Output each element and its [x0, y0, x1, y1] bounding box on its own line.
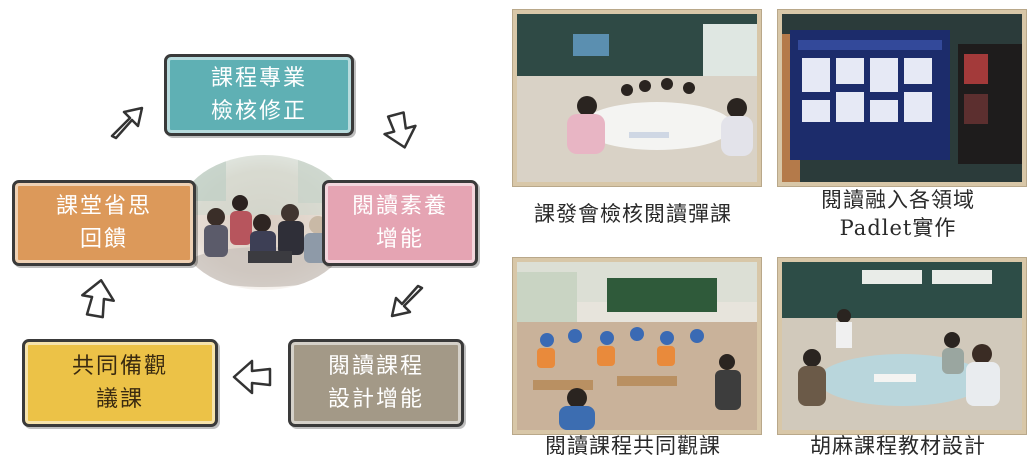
caption-line1: 閱讀融入各領域: [821, 188, 975, 212]
caption-line1: 課發會檢核閱讀彈課: [534, 202, 732, 226]
photo-materials-design: [778, 258, 1026, 434]
arrow-up-icon: [80, 279, 116, 319]
step-label-line1: 閱讀課程: [327, 354, 424, 379]
padlet-screen-photo: [782, 14, 1022, 182]
photo-class-observation: [513, 258, 761, 434]
step-label-line2: 議課: [95, 387, 144, 412]
caption-line2: Padlet實作: [839, 216, 957, 240]
workshop-photo: [782, 262, 1022, 430]
caption-padlet-practice: 閱讀融入各領域 Padlet實作: [778, 186, 1018, 242]
step-label-line1: 課堂省思: [55, 194, 152, 219]
step-label-line1: 共同備觀: [71, 354, 168, 379]
caption-curriculum-committee: 課發會檢核閱讀彈課: [513, 200, 753, 228]
step-reading-curriculum-design: 閱讀課程 設計增能: [288, 339, 464, 427]
caption-class-observation: 閱讀課程共同觀課: [513, 432, 753, 460]
arrow-down-left-icon: [390, 284, 424, 318]
photo-curriculum-committee: [513, 10, 761, 186]
step-label-line2: 設計增能: [327, 387, 424, 412]
arrow-up-right-icon: [110, 106, 144, 140]
step-label-line1: 課程專業: [210, 66, 307, 91]
step-reading-literacy: 閱讀素養 增能: [322, 180, 478, 266]
step-label-line2: 回饋: [79, 227, 128, 252]
meeting-room-photo: [517, 14, 757, 182]
caption-line1: 胡麻課程教材設計: [810, 434, 986, 458]
professional-development-cycle: 課程專業 檢核修正 閱讀素養 增能 閱讀課程 設計增能 共同備觀 議課 課堂省思…: [0, 0, 500, 464]
step-co-observation: 共同備觀 議課: [22, 339, 218, 427]
caption-materials-design: 胡麻課程教材設計: [778, 432, 1018, 460]
step-label-line1: 閱讀素養: [351, 194, 448, 219]
step-label-line2: 檢核修正: [210, 99, 307, 124]
step-label-line2: 增能: [375, 227, 424, 252]
arrow-down-icon: [383, 111, 417, 149]
photo-padlet-practice: [778, 10, 1026, 186]
classroom-photo: [517, 262, 757, 430]
caption-line1: 閱讀課程共同觀課: [545, 434, 721, 458]
step-classroom-reflection: 課堂省思 回饋: [12, 180, 196, 266]
step-professional-review: 課程專業 檢核修正: [164, 54, 354, 136]
arrow-left-icon: [232, 359, 272, 395]
